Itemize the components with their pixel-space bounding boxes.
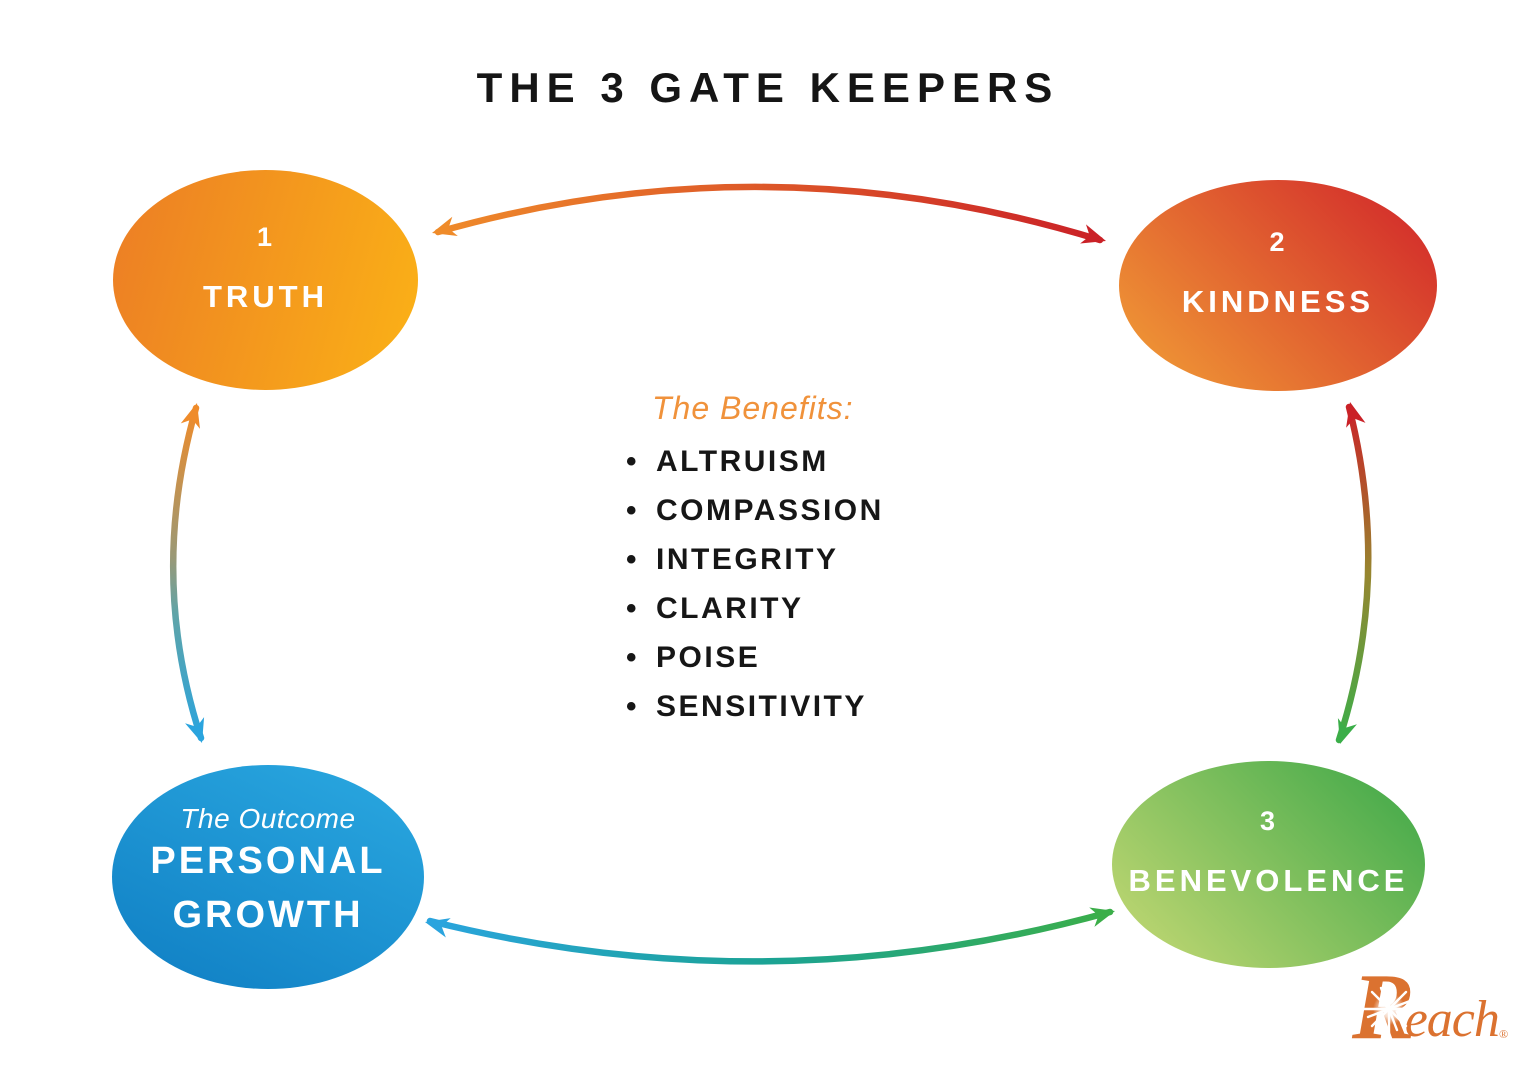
benefit-label: CLARITY	[656, 591, 804, 625]
arrowhead-bottom-left	[425, 918, 451, 938]
benefit-label: ALTRUISM	[656, 444, 829, 478]
arrowhead-right-bottom	[1337, 718, 1357, 744]
arrow-truth-kindness	[434, 183, 1104, 244]
list-item: • POISE	[626, 633, 884, 682]
bullet-icon: •	[626, 689, 640, 723]
arrowhead-left-top	[180, 403, 200, 429]
benefit-label: POISE	[656, 640, 761, 674]
list-item: • INTEGRITY	[626, 535, 884, 584]
arrow-truth-growth	[169, 404, 205, 742]
node-personal-growth: The Outcome PERSONAL GROWTH	[112, 765, 424, 989]
node-benevolence: 3 BENEVOLENCE	[1112, 761, 1425, 968]
node-truth-number: 1	[256, 221, 274, 252]
benefit-label: COMPASSION	[656, 493, 884, 527]
node-benevolence-label: BENEVOLENCE	[1128, 863, 1409, 898]
node-kindness-number: 2	[1269, 227, 1287, 257]
list-item: • SENSITIVITY	[626, 682, 884, 731]
list-item: • COMPASSION	[626, 486, 884, 535]
arrowhead-right-top	[1346, 402, 1366, 428]
starburst-icon	[1361, 981, 1417, 1037]
benefit-label: SENSITIVITY	[656, 689, 867, 723]
list-item: • ALTRUISM	[626, 437, 884, 486]
reach-logo: Reach®	[1352, 960, 1536, 1074]
benefits-heading: The Benefits:	[652, 390, 854, 426]
arrow-benevolence-growth	[426, 908, 1114, 965]
arrowhead-left-bottom	[185, 717, 205, 743]
node-growth-label-line2: GROWTH	[172, 894, 364, 936]
node-kindness: 2 KINDNESS	[1119, 180, 1437, 391]
node-truth: 1 TRUTH	[113, 170, 418, 390]
arrowhead-bottom-right	[1089, 907, 1115, 927]
bullet-icon: •	[626, 542, 640, 576]
benefit-label: INTEGRITY	[656, 542, 839, 576]
arrowhead-top-left	[432, 216, 458, 236]
bullet-icon: •	[626, 444, 640, 478]
node-truth-label: TRUTH	[202, 278, 329, 314]
benefits-list: • ALTRUISM • COMPASSION • INTEGRITY • CL…	[626, 437, 884, 731]
node-growth-label-line1: PERSONAL	[150, 840, 386, 883]
bullet-icon: •	[626, 591, 640, 625]
logo-text-rest: each	[1404, 991, 1500, 1049]
registered-mark: ®	[1498, 1027, 1508, 1042]
node-kindness-label: KINDNESS	[1181, 284, 1375, 319]
node-benevolence-number: 3	[1259, 806, 1277, 836]
list-item: • CLARITY	[626, 584, 884, 633]
page-title: THE 3 GATE KEEPERS	[476, 64, 1060, 111]
benefits-panel: The Benefits: • ALTRUISM • COMPASSION • …	[626, 390, 884, 731]
bullet-icon: •	[626, 493, 640, 527]
bullet-icon: •	[626, 640, 640, 674]
node-growth-sublabel: The Outcome	[180, 803, 356, 835]
arrow-kindness-benevolence	[1335, 403, 1372, 744]
arrowhead-top-right	[1080, 224, 1106, 244]
